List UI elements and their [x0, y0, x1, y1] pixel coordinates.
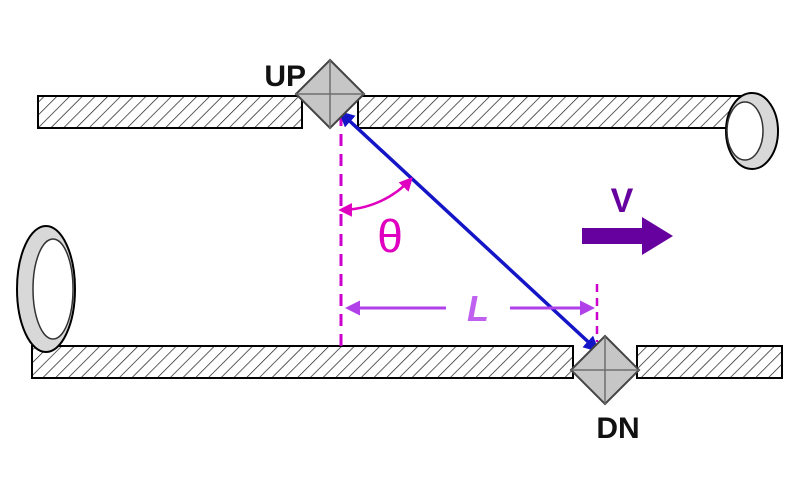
pipe-bottom-wall-right: [636, 345, 783, 379]
pipe-end-left-inner: [32, 238, 74, 340]
dn-label: DN: [596, 412, 639, 445]
pipe-bottom-wall-left: [31, 345, 574, 379]
pipe-end-right: [725, 92, 779, 170]
velocity-label: V: [611, 182, 634, 220]
pipe-end-left: [16, 225, 76, 353]
up-transducer: [294, 58, 366, 130]
velocity-arrow: [582, 217, 673, 255]
up-label: UP: [264, 60, 306, 93]
pipe-end-right-inner: [726, 101, 764, 161]
pipe-top-wall-right: [357, 95, 743, 129]
dn-transducer-cross-icon: [571, 336, 639, 404]
length-label: L: [467, 288, 489, 329]
ultrasonic-beam-line: [338, 110, 600, 353]
dn-transducer: [569, 334, 641, 406]
up-transducer-cross-icon: [296, 60, 364, 128]
angle-arc: [338, 176, 413, 217]
theta-label: θ: [377, 210, 403, 262]
pipe-top-wall-left: [37, 95, 303, 129]
